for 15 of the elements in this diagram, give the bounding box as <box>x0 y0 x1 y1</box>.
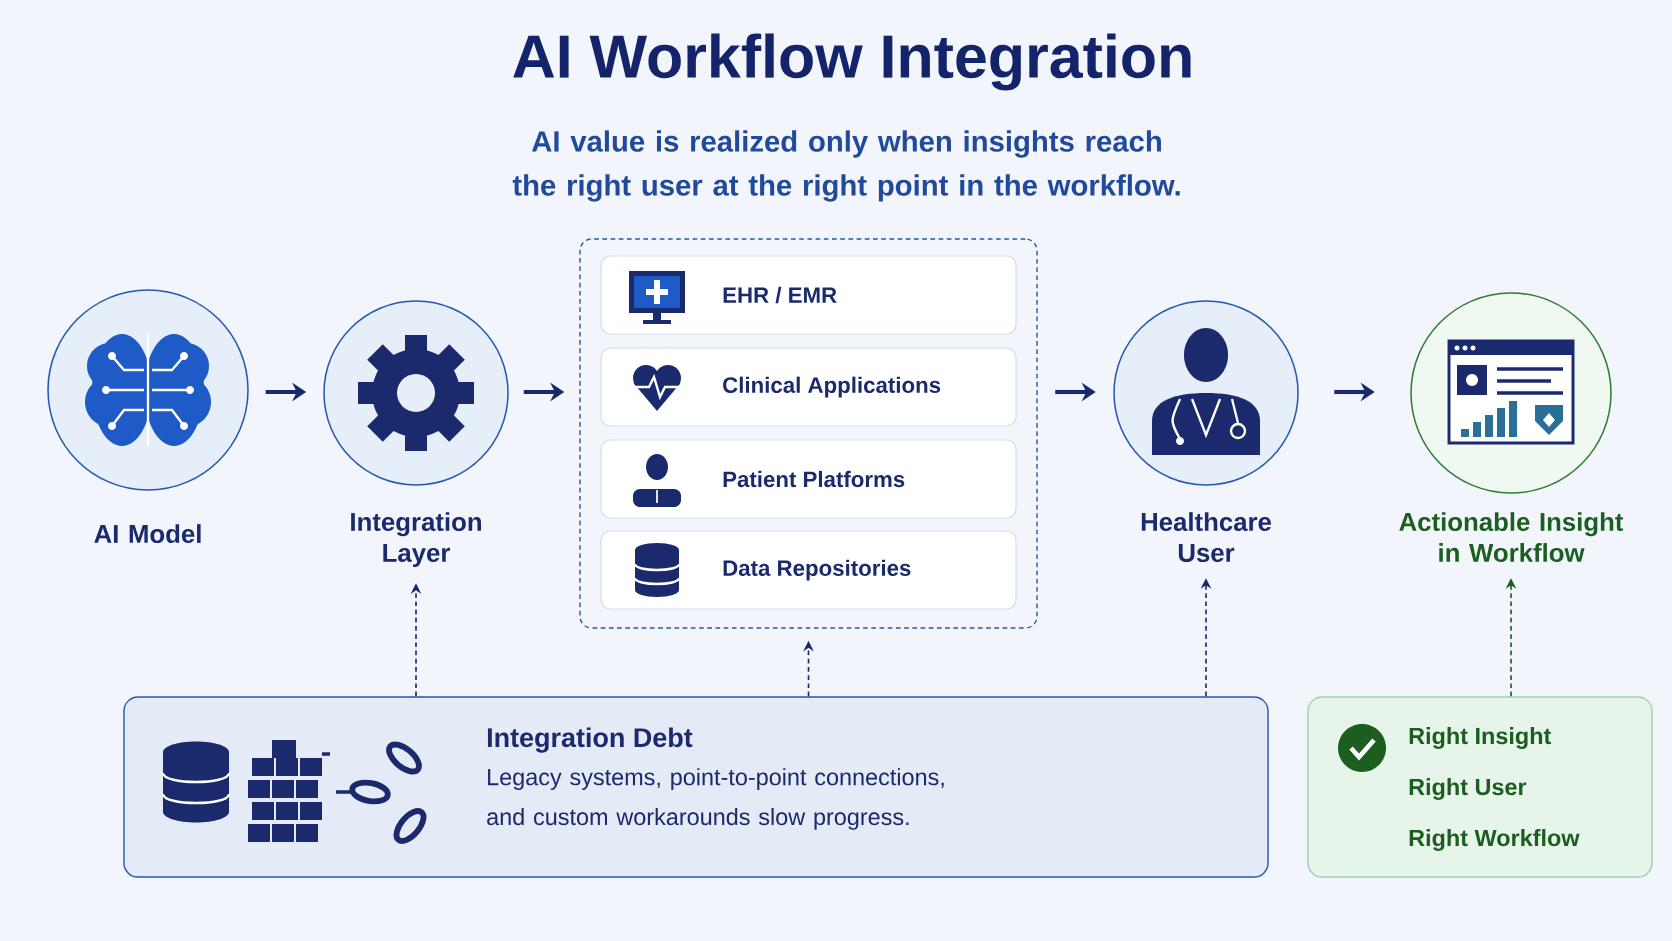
list-item-box: Patient Platforms <box>600 439 1017 519</box>
list-item-box: EHR / EMR <box>600 255 1017 335</box>
checklist-item: Right Workflow <box>1409 829 1580 851</box>
panel-heading: Integration Debt <box>487 727 693 753</box>
list-item-box: Data Repositories <box>600 530 1017 610</box>
checklist-item: Right Insight <box>1409 727 1552 749</box>
node-label: AI Model <box>94 524 201 544</box>
list-item-box: Clinical Applications <box>600 347 1017 427</box>
node-label: Healthcare User <box>1141 512 1271 562</box>
title: AI Workflow Integration <box>513 33 1191 91</box>
subtitle: AI value is realized only when insights reach the right user at the right point in the workflow. <box>512 130 1180 202</box>
node-label: Actionable Insight in Workflow <box>1399 512 1624 562</box>
checklist-item: Right User <box>1409 778 1527 800</box>
node-label: Integration Layer <box>351 512 481 568</box>
panel-text: Legacy systems, point-to-point connections, and custom workarounds slow progress. <box>487 768 944 830</box>
